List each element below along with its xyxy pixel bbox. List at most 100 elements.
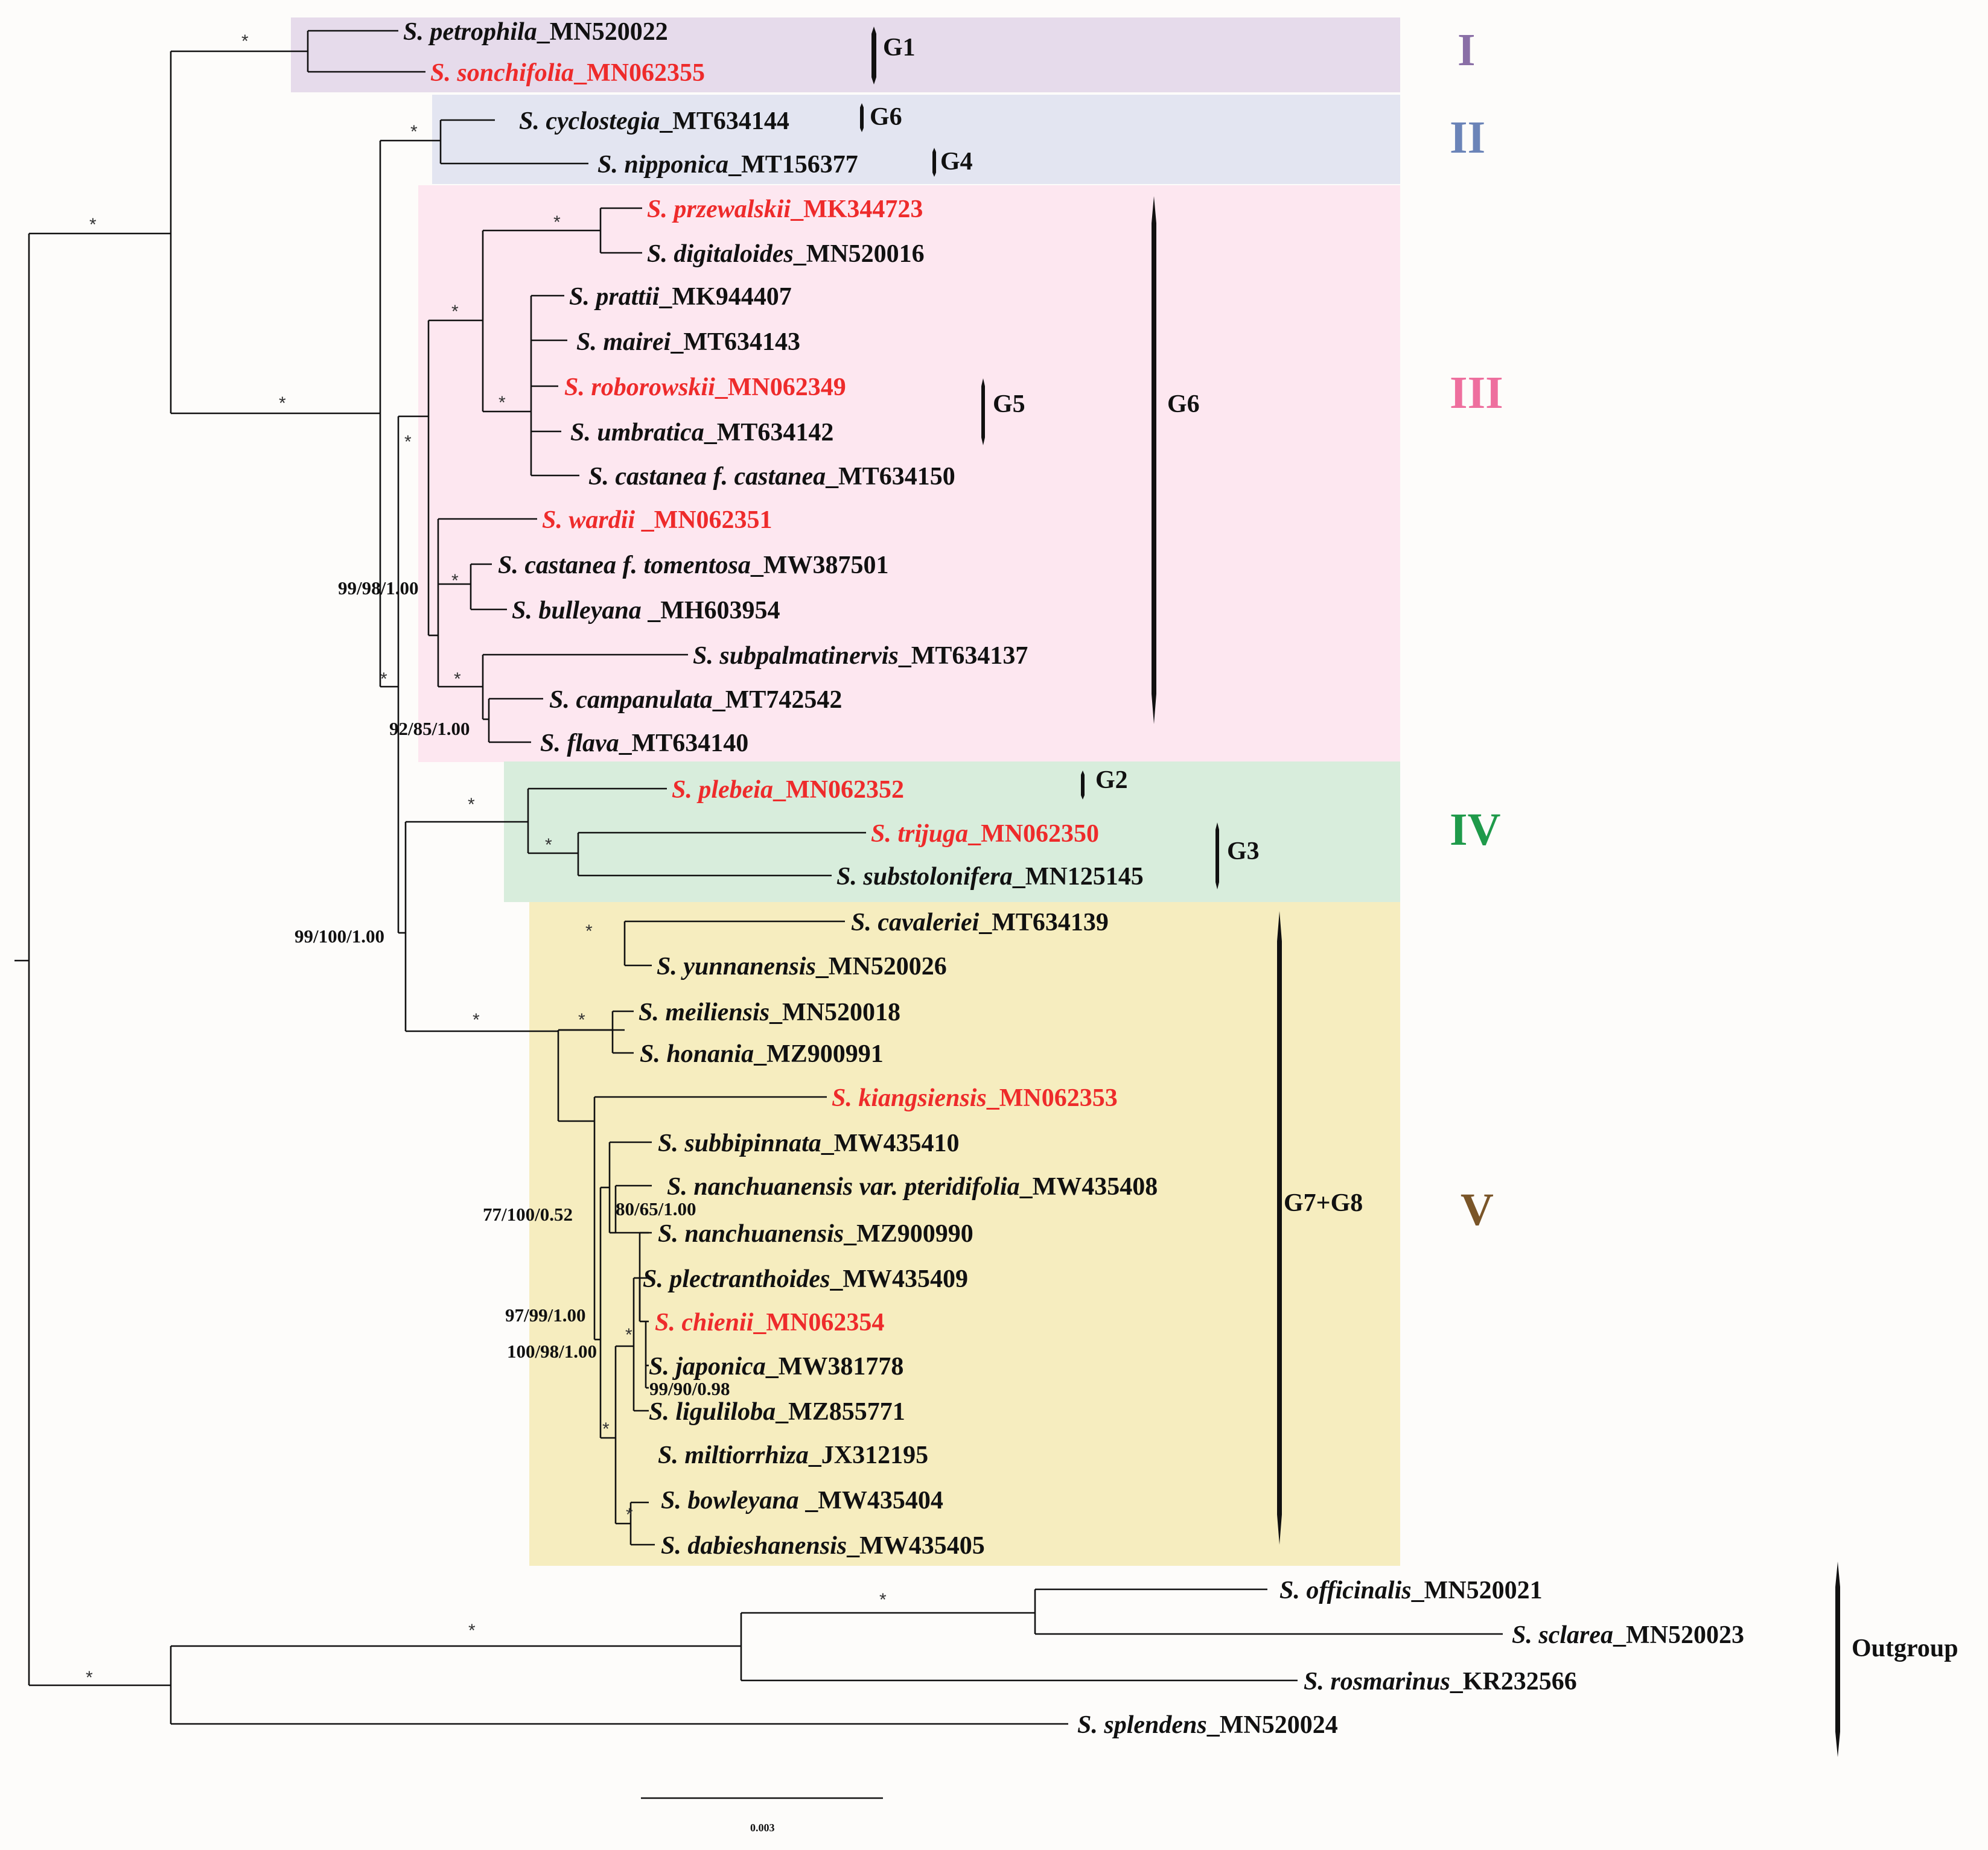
group-bar-G78 (1277, 911, 1282, 1545)
support-star: * (454, 669, 461, 689)
support-star: * (553, 212, 561, 232)
group-label-G5: G5 (993, 390, 1025, 418)
tip-label-sclarea: S. sclarea_MN520023 (1512, 1621, 1744, 1649)
group-label-G1: G1 (883, 34, 916, 62)
support-star: * (241, 31, 249, 51)
tip-label-trijuga: S. trijuga_MN062350 (871, 820, 1099, 848)
support-star: * (468, 1621, 476, 1641)
clade-box-V (529, 902, 1400, 1566)
group-bar-G2 (1081, 771, 1085, 799)
tip-label-flava: S. flava_MT634140 (540, 730, 748, 757)
support-star: * (380, 669, 387, 689)
group-bar-G6a (860, 103, 864, 132)
tip-labels: S. petrophila_MN520022 S. sonchifolia_MN… (403, 18, 1744, 1739)
support-value: 100/98/1.00 (507, 1341, 597, 1362)
tip-label-substolonifera: S. substolonifera_MN125145 (836, 863, 1144, 891)
support-star: * (879, 1590, 887, 1610)
support-star: * (473, 1010, 480, 1030)
support-value: 99/98/1.00 (338, 577, 418, 599)
support-star: * (279, 393, 286, 413)
group-label-outgroup: Outgroup (1852, 1635, 1958, 1662)
clade-labels: I II III IV V (1450, 25, 1503, 1235)
tip-label-officinalis: S. officinalis_MN520021 (1279, 1577, 1543, 1604)
tree-branches (14, 30, 1503, 1725)
support-star: * (451, 571, 459, 591)
clade-label-III: III (1450, 367, 1503, 418)
support-star: * (626, 1505, 633, 1525)
tip-label-chienii: S. chienii_MN062354 (655, 1309, 884, 1337)
tip-label-meiliensis: S. meiliensis_MN520018 (639, 999, 900, 1026)
group-bars (860, 27, 1840, 1757)
support-value: 97/99/1.00 (505, 1305, 585, 1326)
tip-label-bowleyana: S. bowleyana _MW435404 (661, 1487, 943, 1515)
support-star: * (410, 122, 418, 142)
tip-label-umbratica: S. umbratica_MT634142 (570, 419, 833, 447)
support-star: * (89, 215, 97, 235)
support-star: * (404, 432, 412, 452)
support-star: * (578, 1010, 585, 1030)
support-value: 77/100/0.52 (483, 1204, 573, 1225)
group-label-G6a: G6 (870, 103, 902, 131)
group-label-G7-G8: G7+G8 (1284, 1189, 1363, 1217)
clade-box-II (432, 95, 1400, 184)
tip-label-prattii: S. prattii_MK944407 (569, 283, 792, 311)
support-star: * (602, 1419, 610, 1439)
support-star: * (625, 1325, 632, 1345)
support-value: 99/90/0.98 (649, 1378, 730, 1399)
tip-label-bulleyana: S. bulleyana _MH603954 (512, 597, 780, 625)
clade-label-IV: IV (1450, 804, 1501, 855)
scale-bar-label: 0.003 (750, 1822, 775, 1834)
clade-label-V: V (1461, 1184, 1494, 1235)
support-star: * (499, 393, 506, 413)
group-bar-G5 (981, 378, 985, 445)
group-labels: G1 G6 G4 G5 G6 G2 G3 G7+G8 Outgroup (870, 34, 1958, 1662)
tip-label-mairei: S. mairei_MT634143 (576, 328, 800, 356)
tip-label-digitaloides: S. digitaloides_MN520016 (647, 240, 925, 268)
tip-label-nanchuanensis-pteridifolia: S. nanchuanensis var. pteridifolia_MW435… (667, 1173, 1158, 1201)
tip-label-yunnanensis: S. yunnanensis_MN520026 (657, 953, 947, 981)
clade-box-III (418, 185, 1400, 762)
tip-label-subpalmatinervis: S. subpalmatinervis_MT634137 (693, 642, 1028, 670)
support-star: * (86, 1668, 93, 1688)
clade-box-I (291, 17, 1400, 92)
tip-label-plebeia: S. plebeia_MN062352 (672, 776, 904, 804)
support-value: 80/65/1.00 (616, 1198, 696, 1219)
tip-label-nipponica: S. nipponica_MT156377 (597, 151, 858, 179)
group-bar-G4 (932, 148, 936, 177)
tip-label-campanulata: S. campanulata_MT742542 (549, 686, 842, 714)
tip-label-rosmarinus: S. rosmarinus_KR232566 (1304, 1668, 1577, 1696)
tip-label-liguliloba: S. liguliloba_MZ855771 (649, 1398, 905, 1426)
tip-label-castanea-castanea: S. castanea f. castanea_MT634150 (588, 463, 955, 491)
support-star: * (545, 835, 552, 855)
group-label-G6b: G6 (1167, 390, 1200, 418)
support-value: 92/85/1.00 (389, 718, 470, 739)
support-values: * * * * * * * * * * * * * * * * * * * * … (86, 31, 887, 1688)
tip-label-miltiorrhiza: S. miltiorrhiza_JX312195 (658, 1442, 928, 1469)
support-star: * (451, 302, 459, 322)
tip-label-sonchifolia: S. sonchifolia_MN062355 (430, 59, 705, 87)
scale-bar: 0.003 (641, 1797, 883, 1834)
support-star: * (585, 921, 593, 941)
tip-label-honania: S. honania_MZ900991 (640, 1040, 884, 1068)
tip-label-castanea-tomentosa: S. castanea f. tomentosa_MW387501 (498, 552, 889, 579)
tip-label-wardii: S. wardii _MN062351 (542, 506, 773, 534)
clade-label-I: I (1458, 25, 1476, 75)
clade-label-II: II (1450, 112, 1485, 163)
group-label-G2: G2 (1095, 766, 1128, 794)
tip-label-plectranthoides: S. plectranthoides_MW435409 (643, 1265, 968, 1293)
tip-label-dabieshanensis: S. dabieshanensis_MW435405 (661, 1532, 985, 1560)
tip-label-petrophila: S. petrophila_MN520022 (403, 18, 668, 46)
group-bar-outgroup (1835, 1562, 1840, 1757)
group-bar-G3 (1215, 822, 1219, 889)
tip-label-subbipinnata: S. subbipinnata_MW435410 (658, 1130, 959, 1157)
group-label-G3: G3 (1227, 838, 1260, 865)
group-label-G4: G4 (940, 148, 973, 176)
tip-label-kiangsiensis: S. kiangsiensis_MN062353 (832, 1084, 1118, 1112)
clade-backgrounds (291, 17, 1400, 1566)
group-bar-G1 (871, 27, 876, 84)
support-value: 99/100/1.00 (295, 926, 384, 947)
tip-label-przewalskii: S. przewalskii_MK344723 (647, 195, 923, 223)
tip-label-splendens: S. splendens_MN520024 (1077, 1711, 1338, 1739)
support-star: * (468, 795, 475, 815)
